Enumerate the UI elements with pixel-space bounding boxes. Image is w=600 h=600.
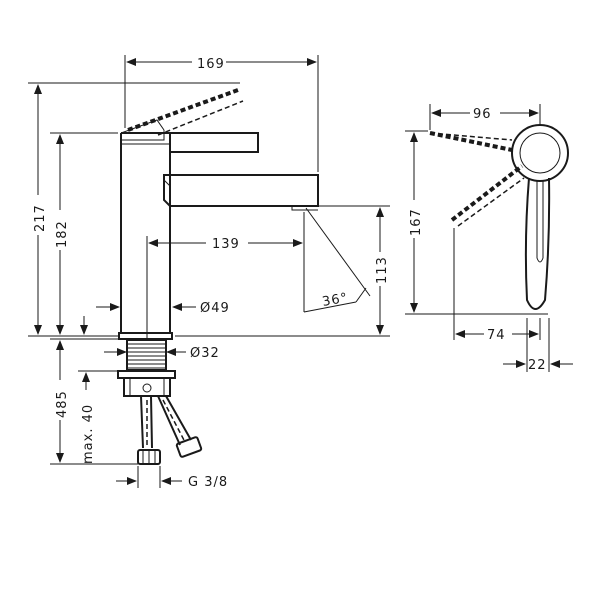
side-lever (524, 177, 551, 310)
front-dimensions: 169 217 182 113 139 36° Ø49 (28, 55, 390, 490)
front-view (117, 88, 319, 465)
dim-side-thickness: 22 (528, 358, 547, 373)
supply-hoses (137, 395, 203, 465)
dim-height-spout: 113 (375, 256, 390, 284)
dim-reach: 139 (212, 237, 240, 252)
base-plate (118, 332, 173, 340)
dim-height-total: 217 (33, 204, 48, 232)
side-view (429, 124, 569, 310)
dim-max-counter: max. 40 (81, 404, 96, 464)
dim-side-height: 167 (409, 208, 424, 236)
dim-shank-diameter: Ø32 (190, 346, 220, 361)
dim-side-reach: 74 (487, 328, 506, 343)
side-dimensions: 96 167 74 22 (405, 104, 573, 373)
dim-side-width: 96 (473, 107, 492, 122)
dim-height-handle: 182 (55, 220, 70, 248)
dim-hose-length: 485 (55, 390, 70, 418)
side-lever-dashed-down (450, 164, 524, 222)
dim-base-diameter: Ø49 (200, 301, 230, 316)
faucet-body-outline (120, 133, 171, 333)
dim-width-top: 169 (197, 57, 225, 72)
handle-lever (121, 132, 259, 153)
spout (163, 174, 319, 207)
dim-angle: 36° (321, 291, 349, 310)
mounting-nut (117, 370, 176, 397)
dim-connection: G 3/8 (188, 475, 228, 490)
threaded-shank (126, 339, 167, 371)
side-lever-dashed-left (429, 131, 513, 152)
